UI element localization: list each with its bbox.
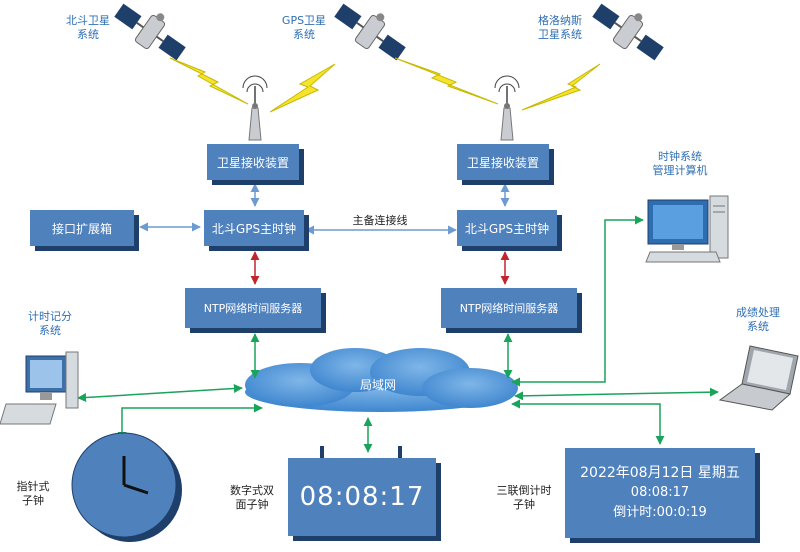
satellite-icon-glonass [592, 3, 664, 61]
lan-cloud [245, 348, 518, 412]
satellite-receiver-right: 卫星接收装置 [457, 144, 549, 180]
clock-hand-hour [123, 483, 149, 495]
triple-countdown-clock: 2022年08月12日 星期五 08:08:17 倒计时:00:0:19 [565, 448, 755, 538]
timing-system-label: 计时记分 系统 [28, 310, 72, 337]
link-lan-analog-clock [117, 403, 263, 441]
ntp-server-right: NTP网络时间服务器 [441, 288, 577, 328]
lightning-icon [169, 57, 249, 105]
triple-clock-countdown: 倒计时:00:0:19 [613, 505, 707, 520]
lightning-icon [521, 63, 601, 111]
results-system-label: 成绩处理 系统 [736, 306, 780, 333]
satellite-label-beidou: 北斗卫星 系统 [66, 14, 110, 41]
master-clock-right: 北斗GPS主时钟 [457, 210, 557, 246]
ntp-server-left: NTP网络时间服务器 [185, 288, 321, 328]
digital-clock: 08:08:17 [288, 458, 436, 536]
lan-label: 局域网 [360, 378, 397, 392]
digital-clock-time: 08:08:17 [299, 482, 425, 512]
triple-clock-date: 2022年08月12日 星期五 [580, 465, 740, 481]
clock-mgmt-label: 时钟系统 管理计算机 [652, 150, 708, 177]
digital-clock-label: 数字式双 面子钟 [230, 484, 274, 511]
link-lan-results-system [514, 387, 719, 401]
link-lan-timing-system [77, 384, 243, 402]
triple-clock-label: 三联倒计时 子钟 [496, 484, 552, 511]
satellite-receiver-left: 卫星接收装置 [207, 144, 299, 180]
triple-clock-time: 08:08:17 [630, 485, 690, 500]
primary-backup-link-label: 主备连接线 [352, 214, 408, 227]
laptop-icon [718, 345, 799, 411]
link-lan-mgmt-computer [511, 215, 644, 387]
lightning-icon [269, 63, 336, 113]
master-clock-left: 北斗GPS主时钟 [204, 210, 304, 246]
analog-clock-label: 指针式 子钟 [16, 480, 50, 507]
interface-expansion-box: 接口扩展箱 [30, 210, 134, 246]
antenna-icon [494, 75, 520, 141]
satellite-icon-gps [334, 3, 406, 61]
satellite-label-gps: GPS卫星 系统 [281, 14, 327, 41]
timing-computer-icon [0, 351, 79, 425]
lightning-icon [394, 57, 499, 105]
satellite-label-glonass: 格洛纳斯 卫星系统 [538, 14, 582, 41]
link-lan-triple-clock [511, 399, 665, 445]
antenna-icon [242, 75, 268, 141]
digital-clock-antenna-icon [320, 446, 402, 458]
desktop-computer-icon [645, 195, 729, 263]
satellite-icon-beidou [114, 3, 186, 61]
analog-clock [71, 432, 182, 542]
